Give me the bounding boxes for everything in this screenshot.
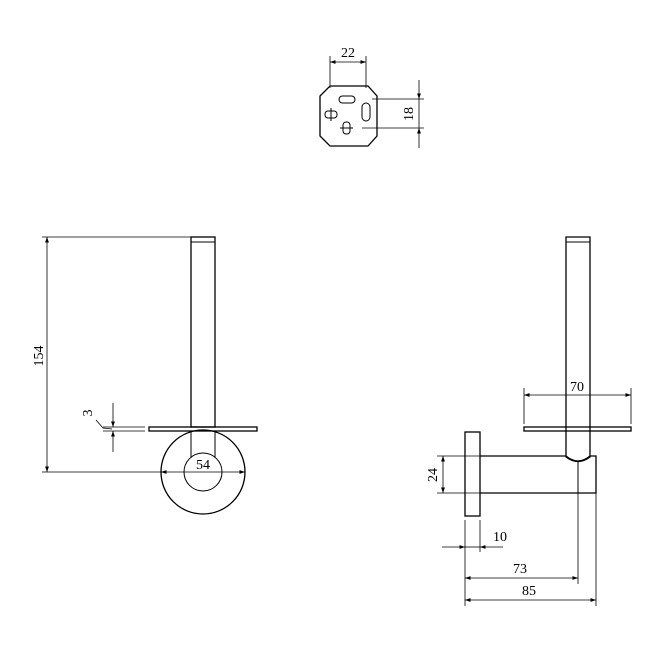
dim-3-leader bbox=[95, 419, 113, 430]
dim-70-label: 70 bbox=[570, 380, 584, 395]
dim-18-label: 18 bbox=[402, 107, 417, 121]
side-slot bbox=[361, 102, 371, 122]
dim-24-label: 24 bbox=[426, 468, 441, 482]
dim-54-label: 54 bbox=[196, 458, 210, 473]
top-view: 22 18 bbox=[319, 46, 424, 148]
dim-3-label: 3 bbox=[81, 410, 96, 417]
top-slot bbox=[338, 95, 356, 104]
dim-10-label: 10 bbox=[493, 530, 507, 545]
side-rosette bbox=[464, 431, 481, 517]
dim-22-label: 22 bbox=[341, 46, 355, 61]
side-holder-plate bbox=[523, 426, 632, 432]
side-view: 70 24 10 73 85 bbox=[426, 236, 632, 606]
side-vertical-rod bbox=[565, 236, 591, 463]
dim-85-label: 85 bbox=[522, 584, 536, 599]
side-arm bbox=[480, 455, 597, 494]
front-view: 154 3 54 bbox=[32, 236, 258, 515]
dim-154-label: 154 bbox=[32, 346, 47, 367]
holder-plate bbox=[148, 426, 258, 432]
dim-73-label: 73 bbox=[513, 562, 527, 577]
mounting-plate-outline bbox=[319, 85, 378, 147]
vertical-rod bbox=[190, 236, 216, 428]
